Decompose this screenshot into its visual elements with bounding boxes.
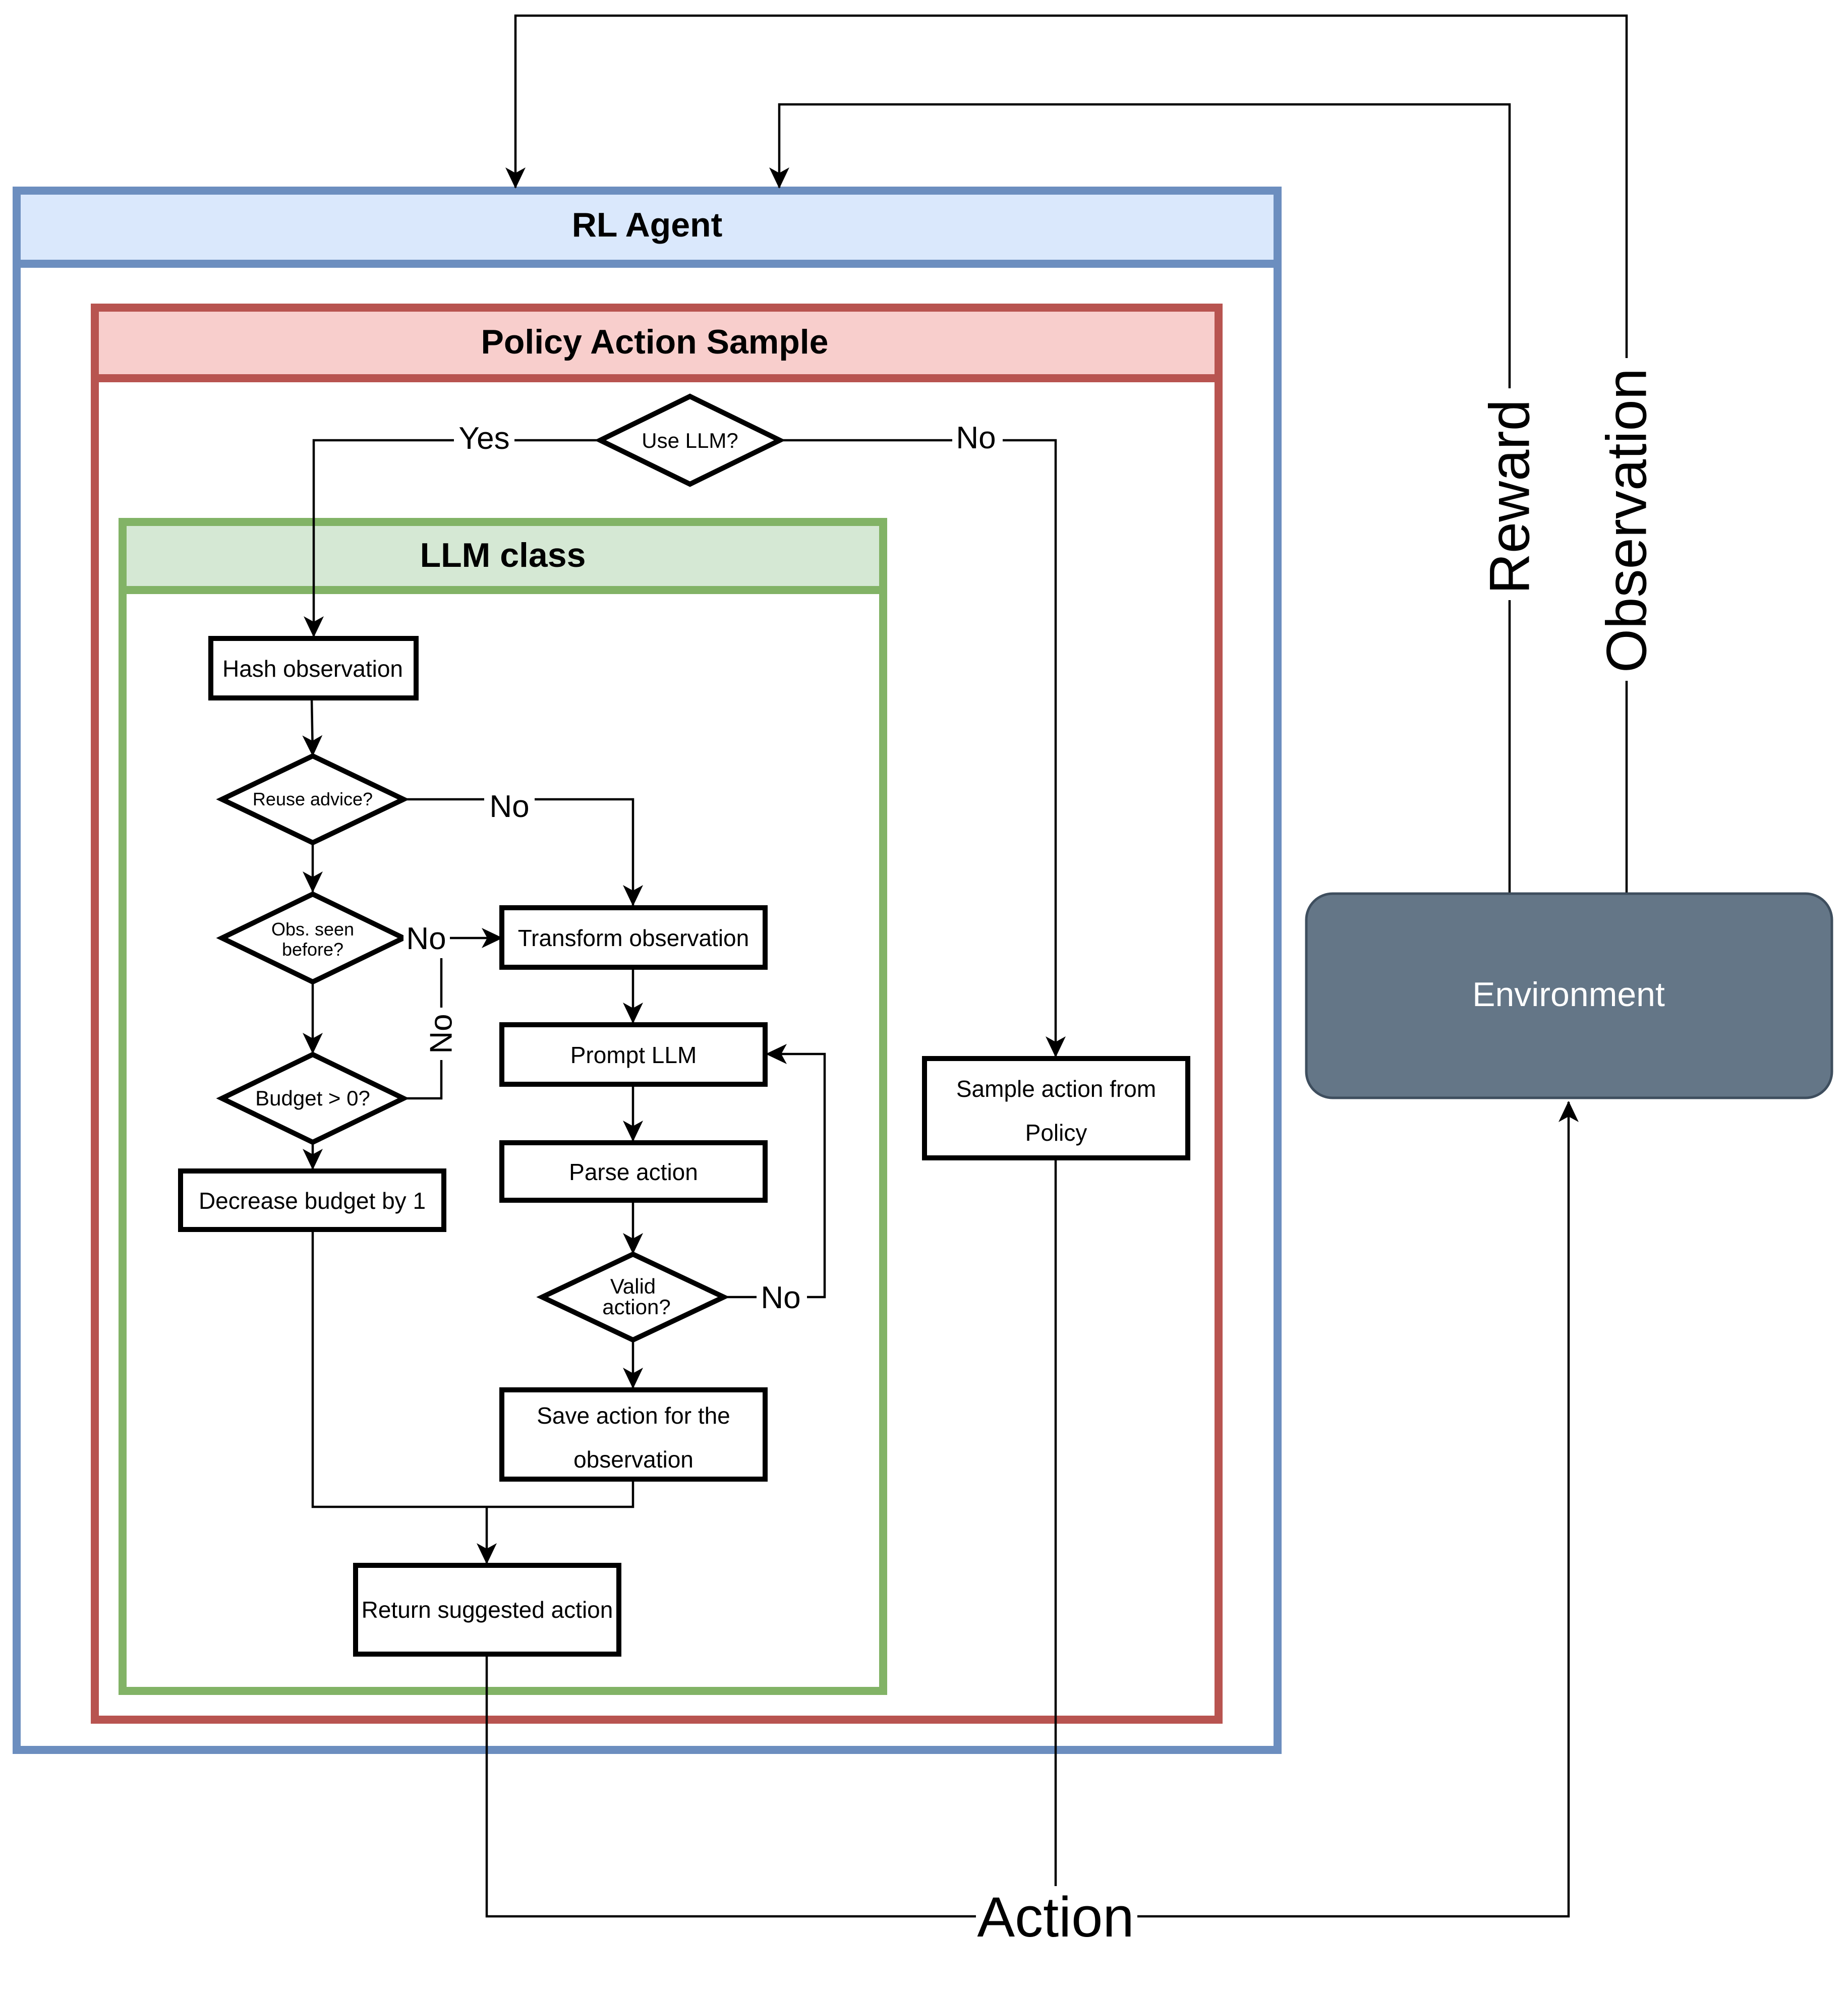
transform-observation-box: Transform observation xyxy=(499,905,768,970)
edge-labels: Yes No No No No No Reward Observation Ac… xyxy=(403,358,1658,1949)
llm-class-header xyxy=(123,522,883,590)
svg-text:Valid: Valid xyxy=(610,1274,656,1298)
return-suggested-action-box: Return suggested action xyxy=(353,1563,621,1657)
label-action: Action xyxy=(977,1886,1134,1949)
edge-reuse-no xyxy=(403,798,643,906)
label-no-budget: No xyxy=(424,1014,459,1053)
svg-text:action?: action? xyxy=(602,1295,670,1319)
label-reward: Reward xyxy=(1478,399,1541,594)
budget-decision: Budget > 0? xyxy=(216,1051,410,1145)
svg-text:Hash observation: Hash observation xyxy=(222,656,403,682)
edge-hash-to-reuse xyxy=(302,698,323,756)
decrease-budget-box: Decrease budget by 1 xyxy=(178,1168,446,1232)
llm-class-container: LLM class xyxy=(119,518,887,1695)
svg-text:Reuse advice?: Reuse advice? xyxy=(253,789,373,809)
label-no-obs-seen: No xyxy=(406,921,446,956)
svg-text:Environment: Environment xyxy=(1472,975,1665,1014)
label-no-use-llm: No xyxy=(956,421,996,455)
svg-text:Sample action from: Sample action from xyxy=(956,1076,1156,1102)
svg-text:Policy: Policy xyxy=(1025,1120,1087,1146)
environment-box: Environment xyxy=(1305,892,1833,1099)
svg-text:Save action for the: Save action for the xyxy=(537,1402,730,1429)
label-no-reuse: No xyxy=(489,789,529,824)
label-observation: Observation xyxy=(1595,368,1658,673)
use-llm-decision: Use LLM? xyxy=(594,393,786,487)
hash-observation-box: Hash observation xyxy=(208,636,419,700)
rl-agent-header xyxy=(17,191,1278,264)
policy-action-sample-header xyxy=(95,308,1219,378)
label-no-valid: No xyxy=(761,1280,800,1315)
svg-text:observation: observation xyxy=(573,1446,694,1473)
svg-text:Decrease budget by 1: Decrease budget by 1 xyxy=(199,1188,426,1214)
save-action-box: Save action for the observation xyxy=(499,1387,768,1482)
edge-return-to-environment xyxy=(485,1101,1579,1918)
svg-text:Return suggested action: Return suggested action xyxy=(362,1597,613,1623)
edge-use-llm-no xyxy=(780,439,1066,1058)
svg-text:Budget > 0?: Budget > 0? xyxy=(255,1086,370,1110)
svg-text:Parse action: Parse action xyxy=(569,1159,698,1185)
label-yes: Yes xyxy=(458,421,509,456)
valid-action-decision: Valid action? xyxy=(536,1251,730,1343)
svg-text:Use LLM?: Use LLM? xyxy=(642,429,738,452)
policy-action-sample-title: Policy Action Sample xyxy=(481,323,829,361)
reuse-advice-decision: Reuse advice? xyxy=(216,753,410,846)
parse-action-box: Parse action xyxy=(499,1140,768,1203)
llm-class-title: LLM class xyxy=(420,536,586,574)
obs-seen-decision: Obs. seen before? xyxy=(216,891,410,985)
rl-agent-container: RL Agent xyxy=(13,187,1282,1754)
svg-text:Transform observation: Transform observation xyxy=(518,925,749,951)
edge-save-to-merge xyxy=(487,1480,634,1508)
environment-shape xyxy=(1305,892,1833,1099)
sample-action-box: Sample action from Policy xyxy=(922,1056,1190,1160)
svg-text:Prompt LLM: Prompt LLM xyxy=(570,1042,697,1068)
svg-text:before?: before? xyxy=(282,939,343,960)
svg-text:Obs. seen: Obs. seen xyxy=(271,919,354,940)
prompt-llm-box: Prompt LLM xyxy=(499,1022,768,1087)
edge-decrease-to-merge xyxy=(311,1230,487,1508)
rl-agent-title: RL Agent xyxy=(572,206,722,244)
edge-budget-no xyxy=(403,938,443,1100)
policy-action-sample-container: Policy Action Sample xyxy=(91,304,1223,1724)
